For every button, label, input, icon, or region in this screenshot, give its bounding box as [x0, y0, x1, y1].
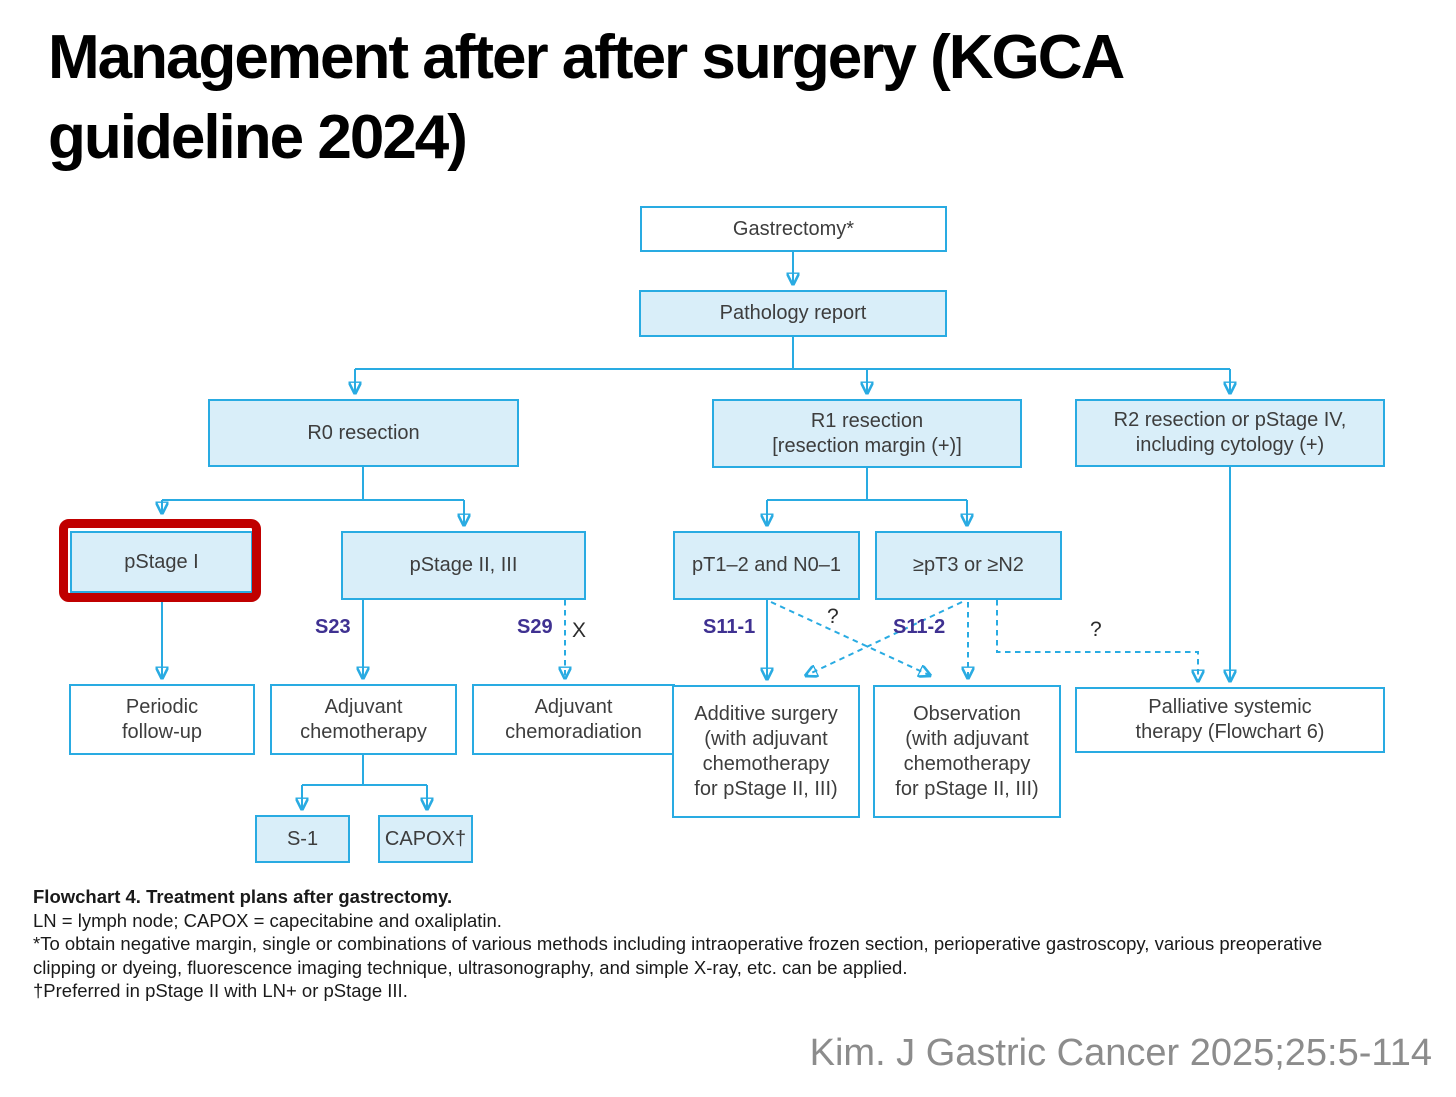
connector-adjchemo-split	[302, 755, 427, 786]
node-r2-resection: R2 resection or pStage IV, including cyt…	[1075, 399, 1385, 467]
node-additive-surgery: Additive surgery (with adjuvant chemothe…	[672, 685, 860, 818]
connector-pt3-palliative-elbow	[996, 600, 1198, 680]
node-observation: Observation (with adjuvant chemotherapy …	[873, 685, 1061, 818]
node-pstage-i: pStage I	[70, 531, 253, 593]
caption-title: Flowchart 4. Treatment plans after gastr…	[33, 886, 453, 907]
node-r0-resection: R0 resection	[208, 399, 519, 467]
node-pt3-n2: ≥pT3 or ≥N2	[875, 531, 1062, 600]
node-pstage-ii-iii: pStage II, III	[341, 531, 586, 600]
node-pathology-report: Pathology report	[639, 290, 947, 337]
caption-asterisk-note-line1: *To obtain negative margin, single or co…	[33, 933, 1323, 954]
question-mark-left: ?	[827, 605, 839, 628]
step-label-s11-2: S11-2	[893, 616, 946, 638]
node-periodic-followup: Periodic follow-up	[69, 684, 255, 755]
node-r1-resection: R1 resection [resection margin (+)]	[712, 399, 1022, 468]
connector-r0-split	[162, 467, 464, 501]
node-palliative-therapy: Palliative systemic therapy (Flowchart 6…	[1075, 687, 1385, 753]
connector-pt3-additive-diagonal	[807, 601, 963, 675]
step-label-s23: S23	[315, 616, 351, 638]
caption-asterisk-note-line2: clipping or dyeing, fluorescence imaging…	[33, 956, 908, 978]
step-label-s11-1: S11-1	[703, 616, 756, 638]
node-adjuvant-chemoradiation: Adjuvant chemoradiation	[472, 684, 675, 755]
source-citation: Kim. J Gastric Cancer 2025;25:5-114	[809, 1032, 1432, 1074]
connector-pathology-split	[355, 337, 1230, 370]
page-title: Management after after surgery (KGCA gui…	[48, 23, 1125, 172]
solid-connectors	[162, 252, 1230, 808]
dashed-connectors	[565, 600, 1198, 680]
pstage-i-highlight-ring	[59, 519, 261, 602]
connector-r1-split	[767, 468, 967, 501]
node-adjuvant-chemotherapy: Adjuvant chemotherapy	[270, 684, 457, 755]
flowchart-caption: Flowchart 4. Treatment plans after gastr…	[33, 885, 1322, 1003]
step-label-s29: S29	[517, 616, 553, 638]
node-pt12-n01: pT1–2 and N0–1	[673, 531, 860, 600]
caption-abbreviations: LN = lymph node; CAPOX = capecitabine an…	[33, 909, 502, 931]
x-mark-annotation: X	[572, 619, 587, 642]
connector-pt12-observation-diagonal	[770, 601, 929, 675]
caption-dagger-note: †Preferred in pStage II with LN+ or pSta…	[33, 980, 408, 1001]
question-mark-right: ?	[1090, 618, 1102, 641]
node-capox: CAPOX†	[378, 815, 473, 863]
node-gastrectomy: Gastrectomy*	[640, 206, 947, 252]
flowchart-connectors	[0, 252, 1456, 900]
node-s1: S-1	[255, 815, 350, 863]
